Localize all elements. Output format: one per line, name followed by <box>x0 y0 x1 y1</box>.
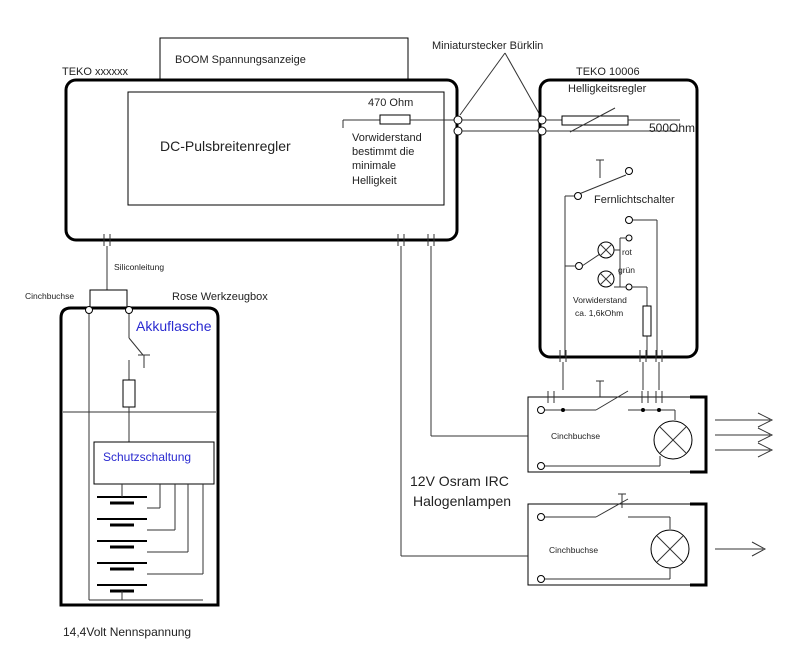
teko-10006-cable-marks <box>559 350 663 362</box>
resistor-470-label: 470 Ohm <box>368 97 413 109</box>
helligkeitsregler-label: Helligkeitsregler <box>568 83 647 95</box>
rot-label: rot <box>622 247 633 257</box>
teko-10006-label: TEKO 10006 <box>576 66 640 78</box>
siliconleitung-label: Siliconleitung <box>114 262 164 272</box>
vorwiderstand-line-3: minimale <box>352 160 396 172</box>
potentiometer-symbol <box>561 115 629 126</box>
main-box-cable-marks <box>103 234 435 246</box>
connector-teko2-bottom <box>537 126 547 136</box>
cinchbuchse-left-label: Cinchbuchse <box>25 291 74 301</box>
boom-label: BOOM Spannungsanzeige <box>175 54 306 66</box>
miniaturstecker-label: Miniaturstecker Bürklin <box>432 40 543 52</box>
resistor-470-symbol <box>379 114 411 125</box>
teko-10006-box <box>538 78 699 359</box>
resistor-led-symbol <box>642 305 652 337</box>
vorwiderstand-line-1: Vorwiderstand <box>352 132 422 144</box>
connector-teko2-top <box>537 115 547 125</box>
schutzschaltung-label: Schutzschaltung <box>103 450 191 464</box>
fuse-symbol <box>122 379 136 408</box>
halogen-label-line-2: Halogenlampen <box>413 493 511 509</box>
halogen-label-line-1: 12V Osram IRC <box>410 473 509 489</box>
pwm-controller-box <box>127 91 445 206</box>
gruen-label: grün <box>618 265 635 275</box>
dc-regler-label: DC-Pulsbreitenregler <box>160 138 291 154</box>
akkuflasche-label: Akkuflasche <box>136 318 212 334</box>
cinchbuchse-upper-label: Cinchbuchse <box>551 431 600 441</box>
vorwid-led-line-2: ca. 1,6kOhm <box>575 308 623 318</box>
vorwiderstand-line-2: bestimmt die <box>352 146 414 158</box>
fernlicht-label: Fernlichtschalter <box>594 194 675 206</box>
schutzschaltung-box <box>93 441 215 485</box>
cinchbuchse-lower-label: Cinchbuchse <box>549 545 598 555</box>
vorwiderstand-line-4: Helligkeit <box>352 175 397 187</box>
ohm-500-label: 500Ohm <box>649 121 695 135</box>
teko-main-label: TEKO xxxxxx <box>62 66 129 78</box>
rose-werkzeugbox-label: Rose Werkzeugbox <box>172 291 268 303</box>
light-arrows-upper <box>715 412 774 458</box>
vorwid-led-line-1: Vorwiderstand <box>573 295 627 305</box>
connector-main-top <box>453 115 463 125</box>
nennspannung-label: 14,4Volt Nennspannung <box>63 625 191 639</box>
light-arrow-lower <box>715 541 767 557</box>
connector-main-bottom <box>453 126 463 136</box>
battery-cells <box>97 496 147 593</box>
boom-display-box <box>159 37 409 80</box>
